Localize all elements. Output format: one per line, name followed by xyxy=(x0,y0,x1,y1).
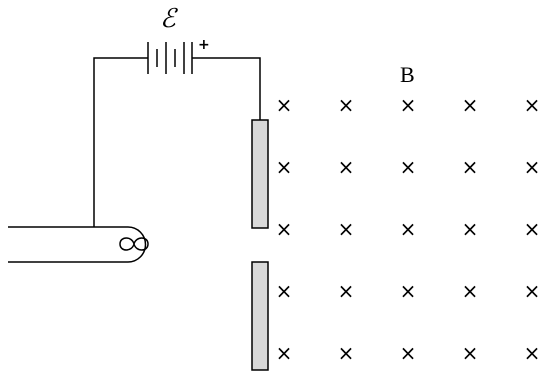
field-mark: × xyxy=(400,93,417,117)
field-mark: × xyxy=(338,217,355,241)
filament-coil xyxy=(119,237,149,251)
field-mark: × xyxy=(524,341,541,365)
field-mark: × xyxy=(524,155,541,179)
field-mark: × xyxy=(400,341,417,365)
field-mark: × xyxy=(276,217,293,241)
magnetic-field-label: B xyxy=(400,62,415,87)
tube-end-cap xyxy=(127,226,147,263)
battery: + ℰ xyxy=(147,4,210,74)
plates xyxy=(251,119,269,371)
wire-right xyxy=(192,57,261,120)
magnetic-field-grid: × × × × × × × × × × × × × × × × × × × × × × × × × xyxy=(276,93,541,365)
field-mark: × xyxy=(524,279,541,303)
circuit-wires xyxy=(93,57,261,227)
field-mark: × xyxy=(338,341,355,365)
field-mark: × xyxy=(400,279,417,303)
upper-plate xyxy=(251,119,269,229)
emf-label: ℰ xyxy=(160,4,178,34)
positive-terminal-label: + xyxy=(198,37,210,53)
field-mark: × xyxy=(338,155,355,179)
field-mark: × xyxy=(276,155,293,179)
field-mark: × xyxy=(400,155,417,179)
field-mark: × xyxy=(462,341,479,365)
filament-tube xyxy=(8,226,149,263)
field-mark: × xyxy=(462,279,479,303)
field-mark: × xyxy=(338,93,355,117)
field-mark: × xyxy=(462,93,479,117)
wire-left xyxy=(93,57,148,227)
lower-plate xyxy=(251,261,269,371)
field-mark: × xyxy=(524,93,541,117)
field-mark: × xyxy=(276,93,293,117)
field-mark: × xyxy=(276,279,293,303)
field-mark: × xyxy=(462,155,479,179)
field-mark: × xyxy=(462,217,479,241)
field-mark: × xyxy=(276,341,293,365)
field-mark: × xyxy=(400,217,417,241)
field-mark: × xyxy=(524,217,541,241)
field-mark: × xyxy=(338,279,355,303)
